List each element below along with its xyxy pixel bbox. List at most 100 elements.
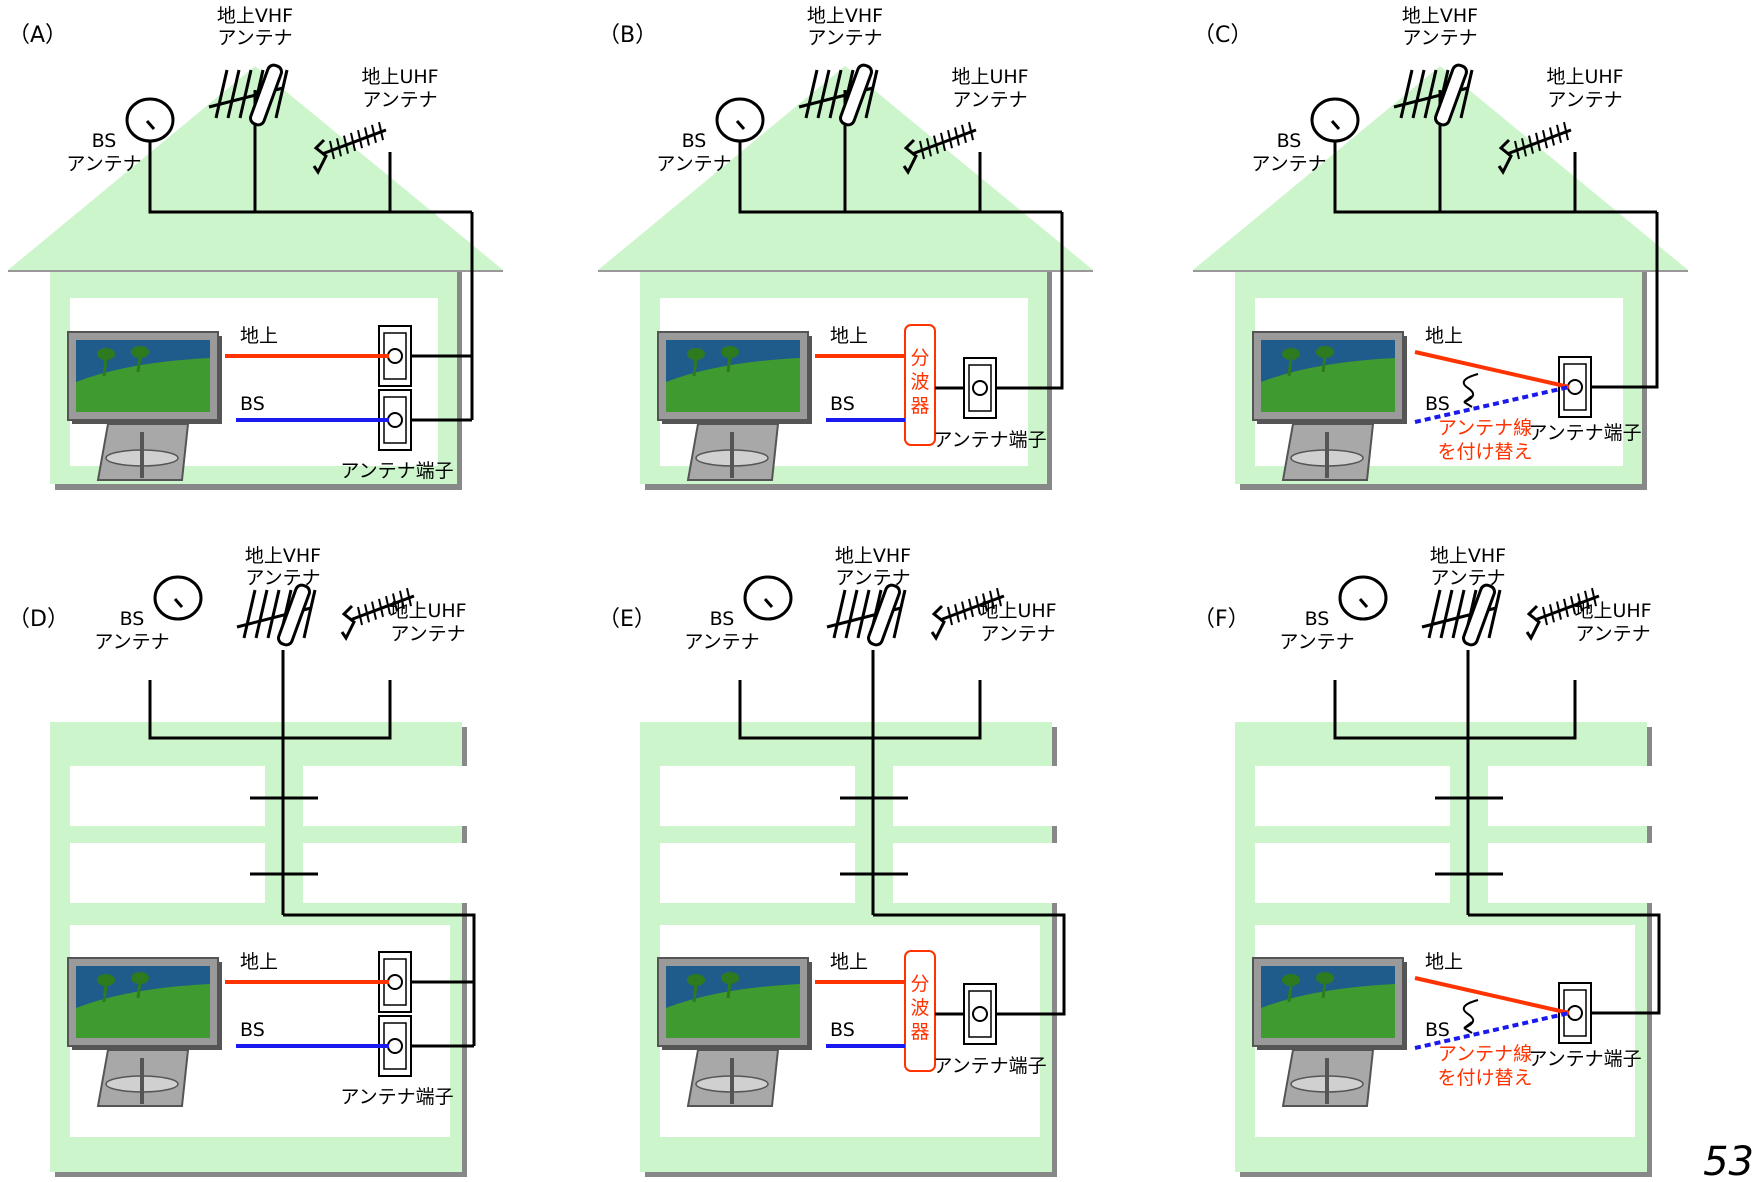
television-icon [1252, 331, 1407, 481]
reconnect-label-line: を付け替え [1437, 441, 1532, 463]
uhf-reflector [902, 138, 918, 175]
vhf-label-line: アンテナ [1402, 27, 1477, 49]
vhf-radiator [249, 63, 283, 127]
terminal-socket [387, 1038, 403, 1054]
uhf-label-line: 地上UHF [951, 66, 1028, 88]
tv-tree [1282, 348, 1300, 360]
uhf-element [364, 127, 370, 146]
dish-bowl [125, 97, 175, 143]
uhf-element [1528, 135, 1534, 154]
uhf-element [1556, 124, 1562, 144]
vhf-radiator [867, 583, 901, 647]
uhf-label-line: 地上UHF [979, 600, 1056, 622]
uhf-element [954, 127, 960, 146]
uhf-antenna-icon [1525, 587, 1600, 641]
television-icon [657, 331, 812, 481]
upper-room [70, 843, 265, 903]
bs-label-line: BS [120, 608, 145, 630]
panel-label: （E） [598, 607, 656, 632]
terrestrial-cable [1414, 976, 1570, 1015]
uhf-label-line: アンテナ [362, 89, 437, 111]
bs-label-line: アンテナ [1251, 153, 1326, 175]
uhf-element [357, 606, 363, 626]
uhf-element [961, 124, 967, 144]
uhf-reflector [312, 138, 328, 175]
uhf-reflector [1497, 138, 1513, 175]
vhf-antenna-icon [826, 583, 907, 647]
bs-line-label: BS [830, 393, 855, 415]
terminal-socket [1567, 1005, 1583, 1021]
riser-branch [283, 913, 476, 935]
uhf-reflector [1525, 604, 1541, 641]
terminal-label: アンテナ端子 [933, 1055, 1046, 1077]
terrestrial-label: 地上 [830, 951, 868, 973]
uhf-element [1556, 601, 1562, 620]
uhf-element [954, 604, 960, 623]
tv-screen-hills [666, 358, 800, 412]
splitter-box [904, 950, 936, 1072]
uhf-reflector [340, 604, 356, 641]
vhf-element [832, 589, 847, 639]
tv-tree [1282, 974, 1300, 986]
splitter-label: 器 [910, 1021, 929, 1043]
bs-cable [1414, 1011, 1570, 1050]
tv-tree-trunk [102, 983, 108, 1003]
tv-tree-trunk [136, 981, 142, 999]
terminal-label: アンテナ端子 [933, 429, 1046, 451]
bs-dish-icon [715, 97, 765, 143]
terminal-label: アンテナ端子 [1528, 422, 1641, 444]
uhf-element [1542, 606, 1548, 626]
bs-dish-icon [743, 575, 793, 621]
uhf-element [371, 601, 377, 620]
tv-tree-trunk [1321, 355, 1327, 373]
dish-feed [1358, 598, 1369, 608]
antenna-cable [738, 140, 1062, 214]
vhf-element [214, 69, 229, 119]
uhf-element [961, 601, 967, 620]
uhf-label-line: 地上UHF [1546, 66, 1623, 88]
tv-tree [97, 348, 115, 360]
antenna-cable [1333, 140, 1657, 214]
bs-label-line: BS [1305, 608, 1330, 630]
tv-screen-hills [76, 358, 210, 412]
television-icon [67, 331, 222, 481]
uhf-element [1584, 590, 1590, 610]
tv-tree [721, 972, 739, 984]
panel-label: （B） [598, 23, 657, 48]
uhf-element [989, 590, 995, 610]
uhf-element [968, 598, 974, 618]
splitter-label: 分 [910, 347, 929, 369]
uhf-element [399, 590, 405, 610]
uhf-element [947, 606, 953, 626]
tv-tree-trunk [726, 981, 732, 999]
bs-label-line: BS [682, 130, 707, 152]
vhf-radiator [277, 583, 311, 647]
bs-dish-icon [1310, 97, 1360, 143]
uhf-element [947, 129, 953, 149]
upper-room [893, 843, 1078, 903]
vhf-radiator [1434, 63, 1468, 127]
vhf-label-line: アンテナ [217, 27, 292, 49]
vhf-antenna-icon [1421, 583, 1502, 647]
vhf-element [226, 69, 241, 119]
tv-screen-hills [666, 984, 800, 1038]
bs-label-line: BS [92, 130, 117, 152]
vhf-antenna-icon [798, 63, 879, 127]
vhf-antenna-icon [236, 583, 317, 647]
uhf-element [940, 132, 946, 152]
upper-room [660, 766, 855, 826]
uhf-element [1514, 140, 1520, 160]
uhf-element [1591, 587, 1597, 607]
bs-label-line: アンテナ [94, 631, 169, 653]
terminal-socket [387, 974, 403, 990]
swap-arrow-icon [1462, 373, 1479, 408]
television-icon [1252, 957, 1407, 1107]
